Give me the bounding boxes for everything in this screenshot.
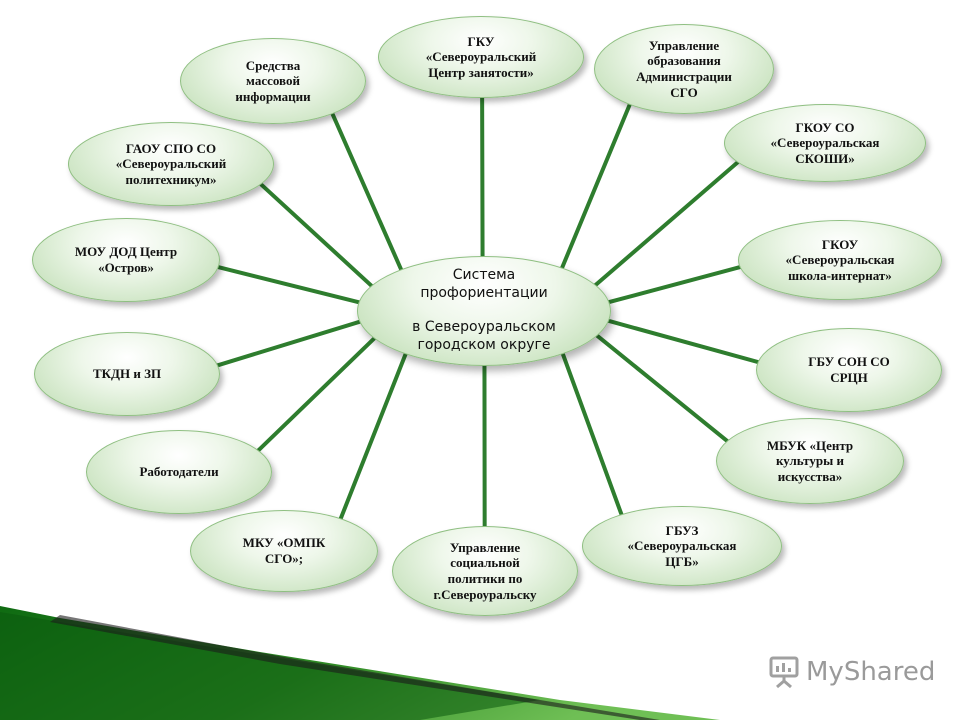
connector-line [558,98,634,273]
node-employers: Работодатели [86,430,272,514]
node-gaou-polytechnic: ГАОУ СПО СО «Североуральский политехнику… [68,122,274,206]
node-gkou-boarding-school: ГКОУ «Североуральская школа-интернат» [738,220,942,300]
node-mass-media: Средства массовой информации [180,38,366,124]
node-gku-employment-center: ГКУ «Североуральский Центр занятости» [378,16,584,98]
node-mku-ompk: МКУ «ОМПК СГО»; [190,510,378,592]
node-mou-dod-ostrov: МОУ ДОД Центр «Остров» [32,218,220,302]
myshared-watermark: MyShared [768,655,935,689]
watermark-text: MyShared [806,657,936,687]
connector-line [209,263,367,306]
connector-line [590,156,744,290]
center-subtitle: в Североуральском городском округе [412,319,556,353]
node-education-department: Управление образования Администрации СГО [594,24,774,114]
connector-line [601,317,767,366]
center-node: Система профориентации в Североуральском… [357,256,611,366]
connector-line [209,318,368,370]
connector-line [254,178,377,291]
connector-line [337,349,409,525]
connector-line [328,108,405,275]
node-gkou-skoshi: ГКОУ СО «Североуральская СКОШИ» [724,104,926,182]
connector-line [601,263,750,306]
node-gbuz-hospital: ГБУЗ «Североуральская ЦГБ» [582,506,782,586]
presentation-board-icon [769,656,799,689]
node-gbu-son-srcn: ГБУ СОН СО СРЦН [756,328,942,412]
node-tkdn-zp: ТКДН и ЗП [34,332,220,416]
node-mbuk-culture-center: МБУК «Центр культуры и искусства» [716,418,904,504]
node-social-policy-department: Управление социальной политики по г.Севе… [392,526,578,616]
connector-line [252,333,380,456]
center-title: Система профориентации [420,267,548,301]
connector-line [559,348,625,520]
connector-line [591,330,734,447]
